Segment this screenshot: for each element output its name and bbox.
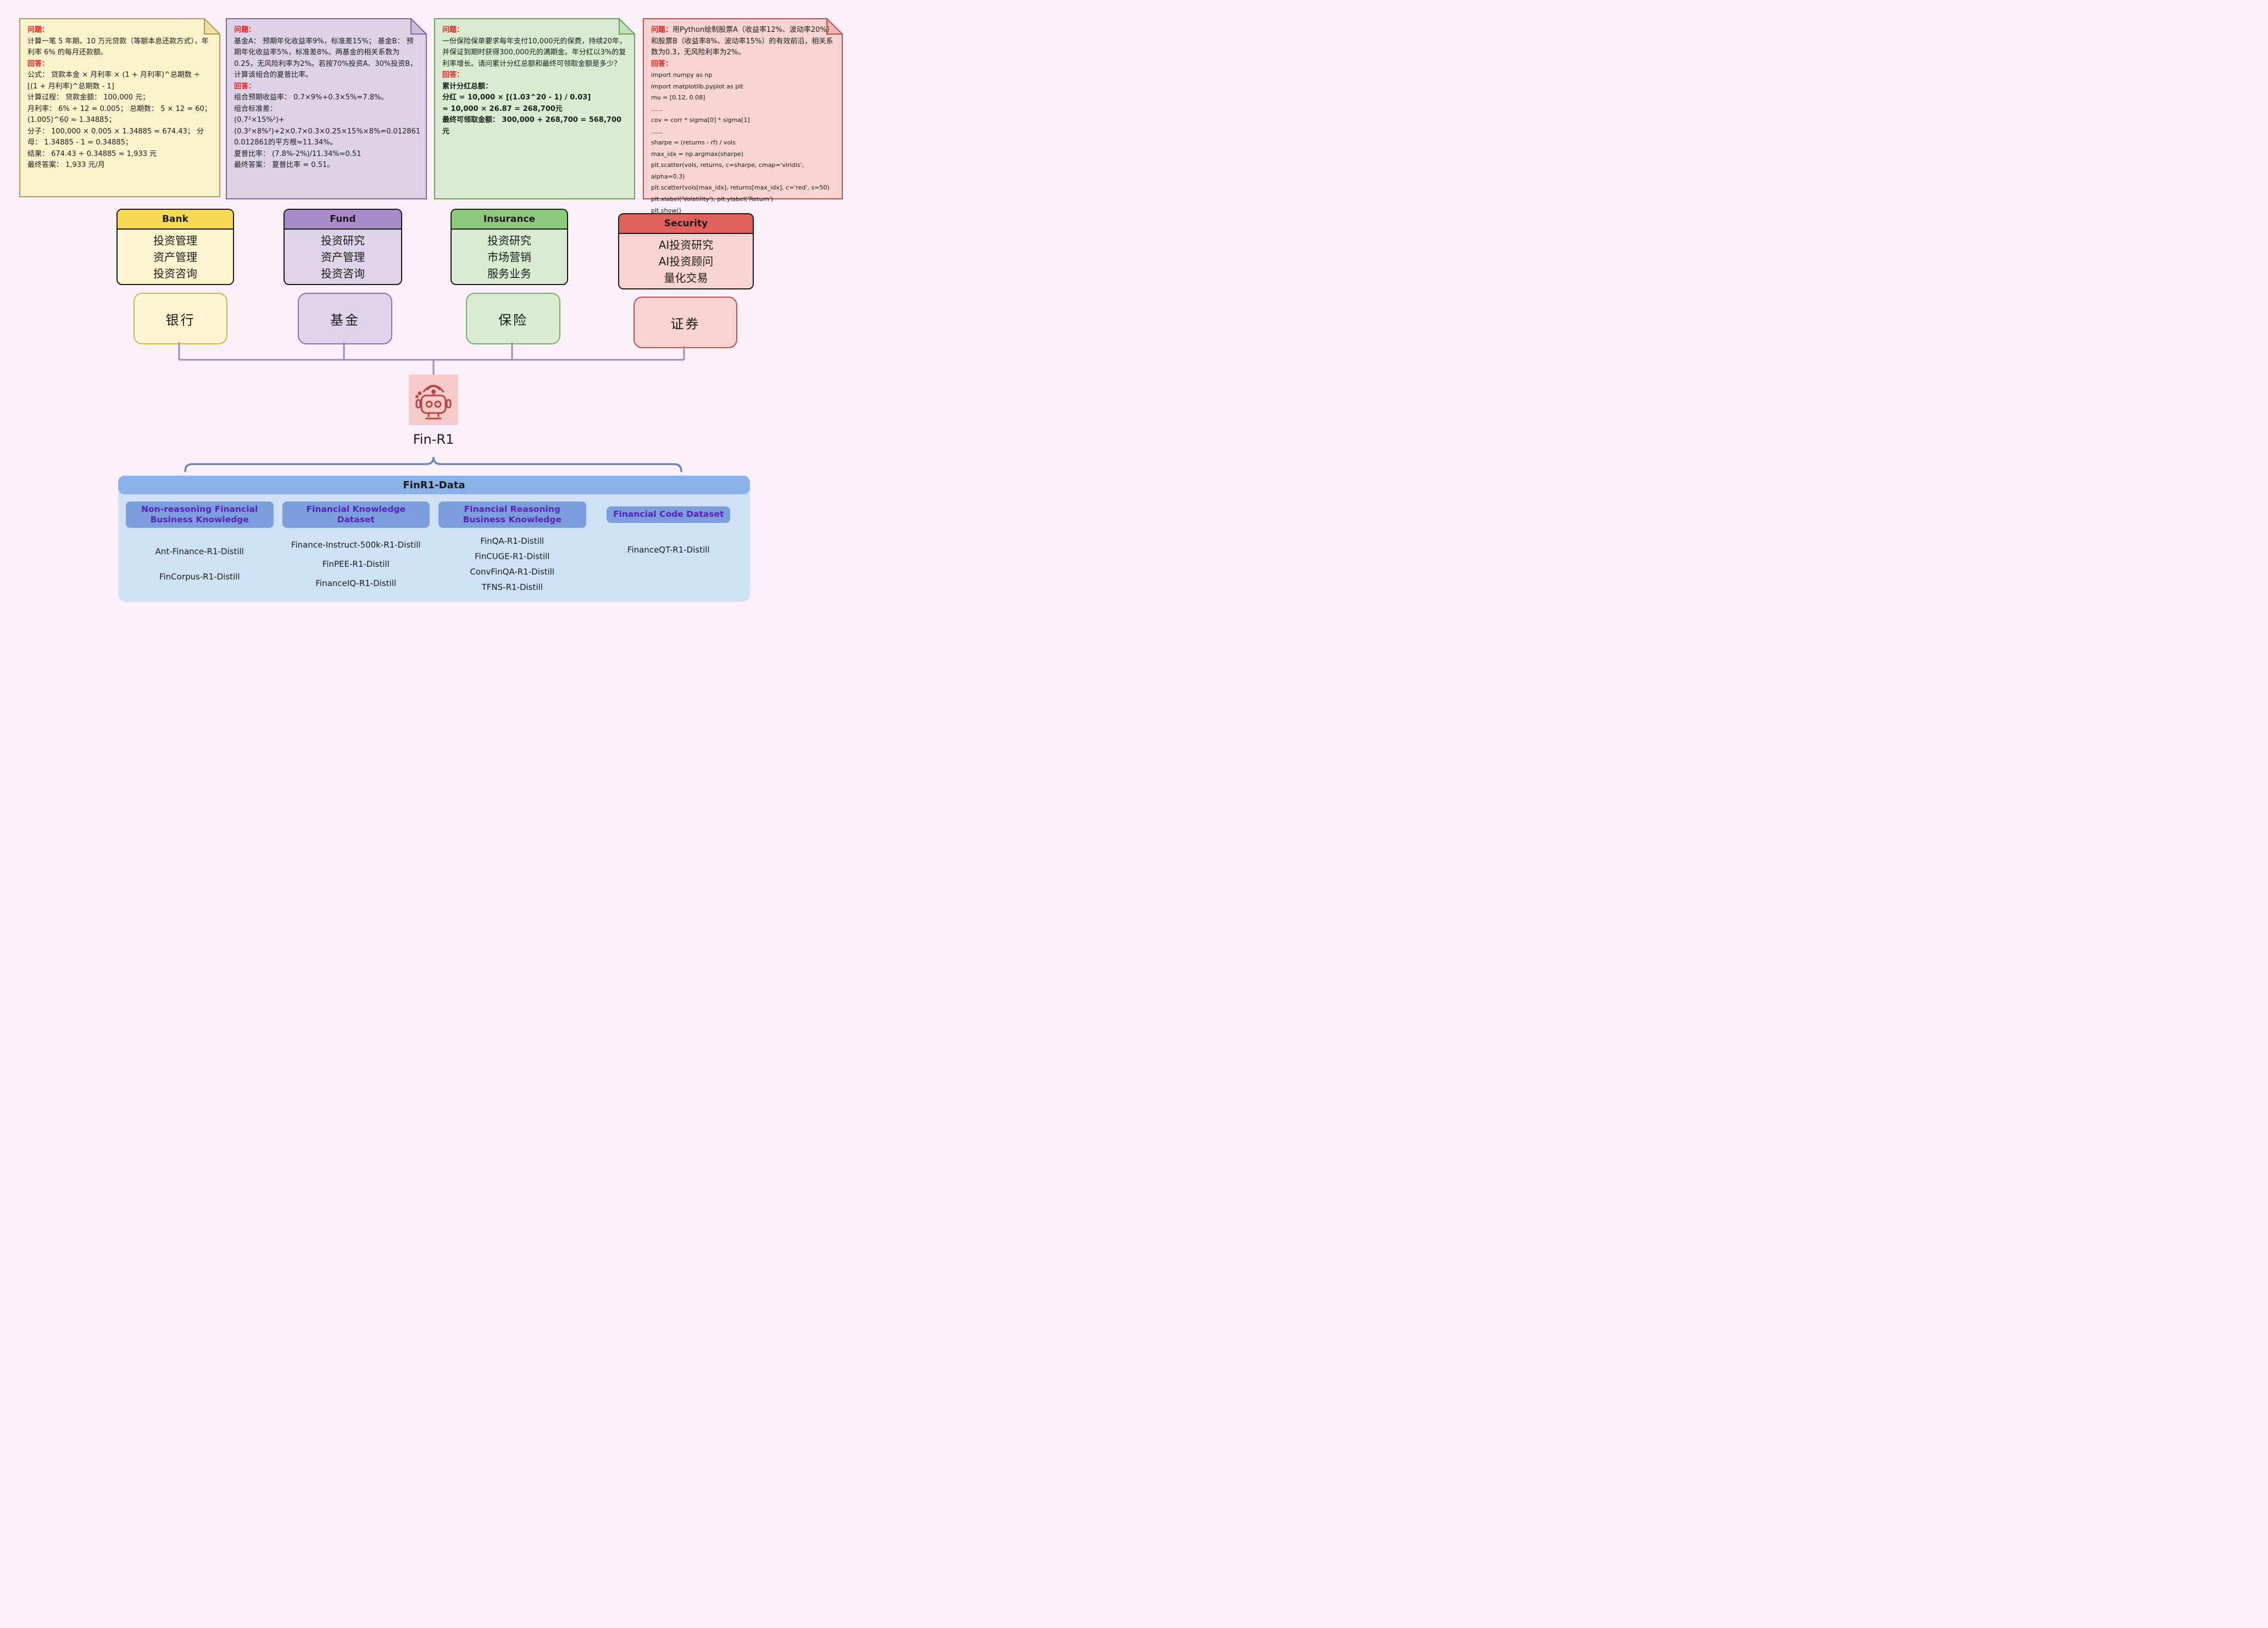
qa-card-fund: 问题： 基金A： 预期年化收益率9%，标准差15%； 基金B： 预期年化收益率5%… [226, 18, 427, 199]
note-background [434, 18, 635, 199]
dataset-items: FinQA-R1-Distill FinCUGE-R1-Distill Conv… [438, 531, 586, 598]
dataset-item: FinCUGE-R1-Distill [475, 551, 550, 561]
question-label: 问题： [27, 26, 49, 34]
question-text: 一份保险保单要求每年支付10,000元的保费，持续20年，并保证到期时获得300… [442, 37, 627, 68]
dataset-group-knowledge: Financial Knowledge Dataset Finance-Inst… [282, 499, 430, 598]
dataset-item: TFNS-R1-Distill [481, 582, 543, 592]
sector-box-bank: Bank 投资管理 资产管理 投资咨询 [116, 209, 234, 285]
dataset-item: Ant-Finance-R1-Distill [155, 546, 244, 556]
sector-box-insurance: Insurance 投资研究 市场营销 服务业务 [451, 209, 568, 285]
brace [184, 456, 682, 472]
note-background [643, 18, 843, 199]
qa-card-security: 问题：用Python绘制股票A（收益率12%、波动率20%）和股票B（收益率8%… [643, 18, 843, 214]
finr1-data-panel: FinR1-Data Non-reasoning Financial Busin… [118, 476, 750, 602]
dataset-items: Ant-Finance-R1-Distill FinCorpus-R1-Dist… [126, 531, 274, 598]
question-label: 问题： [651, 26, 673, 34]
dataset-item: ConvFinQA-R1-Distill [470, 567, 555, 577]
dataset-item: FinQA-R1-Distill [480, 536, 544, 546]
sector-items-bank: 投资管理 资产管理 投资咨询 [153, 234, 197, 280]
dataset-group-header-wrap: Financial Code Dataset [595, 499, 743, 531]
finr1-data-title: FinR1-Data [118, 476, 750, 494]
dataset-group-nonreasoning: Non-reasoning Financial Business Knowled… [126, 499, 274, 598]
note-body: 问题： 基金A： 预期年化收益率9%，标准差15%； 基金B： 预期年化收益率5%… [226, 18, 427, 176]
industry-label-bank: 银行 [134, 293, 227, 344]
dataset-item: Finance-Instruct-500k-R1-Distill [291, 540, 421, 550]
dataset-items: Finance-Instruct-500k-R1-Distill FinPEE-… [282, 531, 430, 598]
sector-box-security: Security AI投资研究 AI投资顾问 量化交易 [618, 213, 754, 289]
model-name: Fin-R1 [413, 432, 454, 447]
question-text: 基金A： 预期年化收益率9%，标准差15%； 基金B： 预期年化收益率5%，标准… [234, 37, 418, 80]
question-label: 问题： [234, 26, 256, 34]
question-text: 用Python绘制股票A（收益率12%、波动率20%）和股票B（收益率8%、波动… [651, 26, 834, 57]
sector-items-insurance: 投资研究 市场营销 服务业务 [487, 234, 531, 280]
answer-label: 回答： [27, 59, 49, 68]
qa-card-insurance: 问题： 一份保险保单要求每年支付10,000元的保费，持续20年，并保证到期时获得… [434, 18, 635, 199]
sector-items-security: AI投资研究 AI投资顾问 量化交易 [658, 238, 714, 285]
sector-title-fund: Fund [285, 210, 401, 230]
folded-corner [619, 18, 635, 35]
note-body: 问题： 计算一笔 5 年期、10 万元贷款（等额本息还款方式），年利率 6% 的每… [19, 18, 220, 176]
answer-text: 累计分红总额： 分红 = 10,000 × [(1.03^20 - 1) / 0… [442, 82, 622, 136]
answer-label: 回答： [442, 71, 464, 80]
question-text: 计算一笔 5 年期、10 万元贷款（等额本息还款方式），年利率 6% 的每月还款… [27, 37, 209, 57]
note-background [19, 18, 220, 197]
sector-title-security: Security [619, 214, 753, 234]
industry-label-fund: 基金 [298, 293, 392, 344]
sector-box-fund: Fund 投资研究 资产管理 投资咨询 [284, 209, 402, 285]
dataset-columns: Non-reasoning Financial Business Knowled… [118, 494, 750, 602]
question-label: 问题： [442, 26, 464, 34]
answer-text: 组合预期收益率： 0.7×9%+0.3×5%=7.8%。 组合标准差： (0.7… [234, 93, 421, 170]
sector-title-insurance: Insurance [452, 210, 567, 230]
diagram-canvas: 问题： 计算一笔 5 年期、10 万元贷款（等额本息还款方式），年利率 6% 的每… [0, 0, 850, 611]
dataset-item: FinCorpus-R1-Distill [159, 572, 240, 582]
dataset-item: FinanceQT-R1-Distill [627, 545, 710, 555]
dataset-group-header: Financial Code Dataset [607, 506, 731, 523]
answer-label: 回答： [234, 82, 256, 91]
dataset-group-header-wrap: Financial Reasoning Business Knowledge [438, 499, 586, 531]
dataset-group-reasoning: Financial Reasoning Business Knowledge F… [438, 499, 586, 598]
dataset-group-header: Financial Reasoning Business Knowledge [438, 501, 586, 528]
dataset-item: FinanceIQ-R1-Distill [315, 578, 397, 588]
dataset-group-header-wrap: Financial Knowledge Dataset [282, 499, 430, 531]
answer-code: import numpy as np import matplotlib.pyp… [651, 71, 830, 214]
industry-label-insurance: 保险 [466, 293, 560, 344]
answer-text: 公式： 贷款本金 × 月利率 × (1 + 月利率)^总期数 ÷ [(1 + 月… [27, 71, 212, 170]
dataset-group-header-wrap: Non-reasoning Financial Business Knowled… [126, 499, 274, 531]
dataset-group-header: Financial Knowledge Dataset [282, 501, 430, 528]
note-body: 问题： 一份保险保单要求每年支付10,000元的保费，持续20年，并保证到期时获得… [434, 18, 635, 142]
sector-items-fund: 投资研究 资产管理 投资咨询 [321, 234, 365, 280]
note-background [226, 18, 427, 199]
dataset-item: FinPEE-R1-Distill [322, 559, 390, 569]
folded-corner [410, 18, 427, 35]
industry-label-security: 证券 [633, 297, 737, 348]
folded-corner [204, 18, 220, 35]
answer-label: 回答： [651, 59, 673, 68]
robot-icon [409, 375, 458, 425]
dataset-group-code: Financial Code Dataset FinanceQT-R1-Dist… [595, 499, 743, 598]
folded-corner [826, 18, 843, 35]
robot-drawing [415, 384, 452, 420]
qa-card-bank: 问题： 计算一笔 5 年期、10 万元贷款（等额本息还款方式），年利率 6% 的每… [19, 18, 220, 197]
note-body: 问题：用Python绘制股票A（收益率12%、波动率20%）和股票B（收益率8%… [643, 18, 843, 221]
dataset-items: FinanceQT-R1-Distill [595, 531, 743, 598]
dataset-group-header: Non-reasoning Financial Business Knowled… [126, 501, 274, 528]
sector-title-bank: Bank [118, 210, 233, 230]
